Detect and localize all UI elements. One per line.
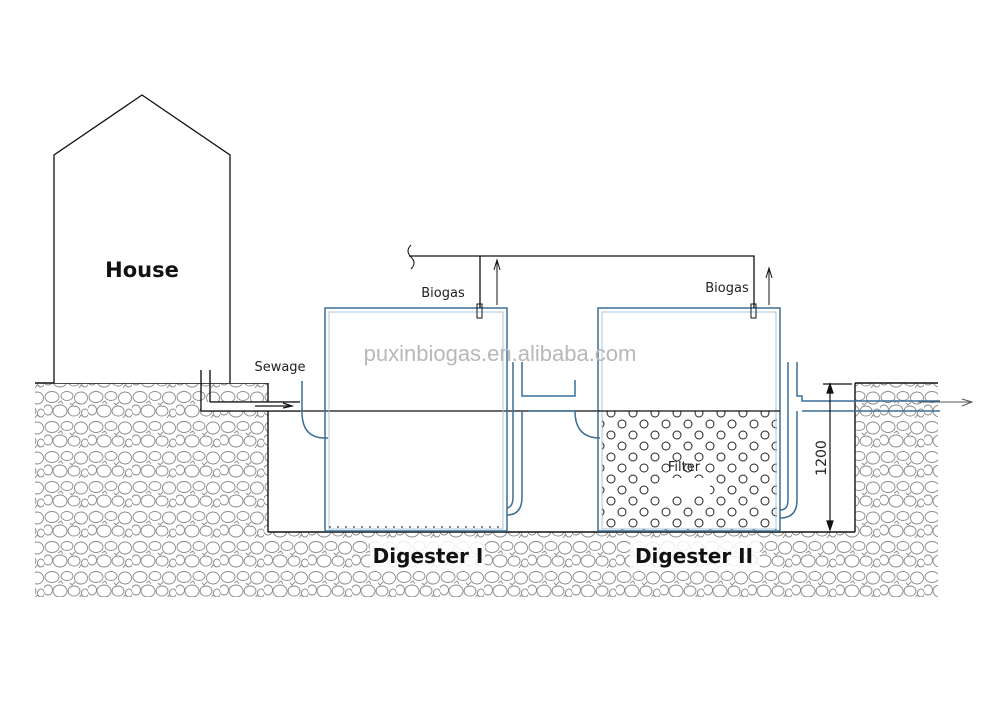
transfer-pipe — [506, 362, 601, 516]
dimension-label: 1200 — [814, 440, 830, 476]
house-label: House — [105, 258, 179, 282]
digester-1-inlet-elbow — [300, 381, 328, 439]
biogas-label-1: Biogas — [421, 286, 465, 301]
digester-2-tank — [597, 307, 781, 532]
digester-1-label: Digester I — [373, 544, 484, 568]
biogas-pipe — [407, 244, 773, 319]
filter-media — [602, 411, 777, 530]
digester-1-tank — [324, 307, 508, 532]
house — [53, 94, 231, 383]
digester-2-label: Digester II — [635, 544, 753, 568]
sewage-inlet-pipe — [200, 370, 300, 412]
outlet-pipe — [779, 362, 974, 519]
sewage-label: Sewage — [254, 360, 305, 375]
depth-dimension — [823, 382, 852, 532]
biogas-label-2: Biogas — [705, 281, 749, 296]
watermark: puxinbiogas.en.alibaba.com — [364, 341, 637, 366]
filter-label: Filter — [668, 460, 701, 475]
